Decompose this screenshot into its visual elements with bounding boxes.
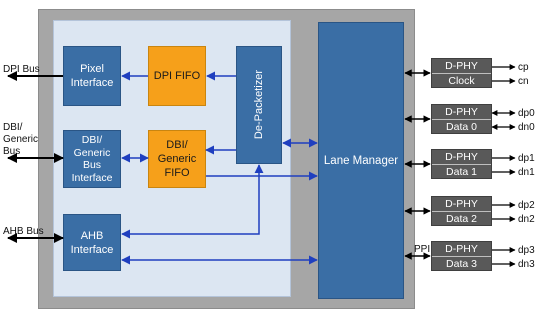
dphy-divider (432, 255, 491, 257)
dpi-fifo-label: DPI FIFO (153, 70, 201, 82)
dphy-divider (432, 210, 491, 212)
ahb-interface-label: AHB Interface (70, 229, 114, 256)
dbi-bus-label: DBI/ Generic Bus (3, 122, 39, 157)
signal-cn: cn (518, 76, 529, 87)
dphy-data3-block: D-PHY Data 3 (431, 241, 492, 271)
signal-dn1: dn1 (518, 167, 535, 178)
ahb-interface-block: AHB Interface (63, 214, 121, 271)
dphy-divider (432, 118, 491, 120)
dphy-sub: Data 1 (446, 165, 477, 178)
signal-dn0: dn0 (518, 122, 535, 133)
signal-dp2: dp2 (518, 200, 535, 211)
dphy-clock-block: D-PHY Clock (431, 58, 492, 88)
dphy-pin-arrows (491, 64, 516, 267)
signal-dn2: dn2 (518, 214, 535, 225)
signal-dn3: dn3 (518, 259, 535, 270)
depacketizer-block: De-Packetizer (236, 46, 282, 164)
lane-manager-block: Lane Manager (318, 22, 404, 299)
dbi-interface-label: DBI/ Generic Bus Interface (71, 134, 113, 184)
dphy-sub: Clock (448, 74, 475, 87)
dphy-title: D-PHY (445, 197, 478, 210)
dphy-data1-block: D-PHY Data 1 (431, 149, 492, 179)
signal-dp1: dp1 (518, 153, 535, 164)
lane-manager-label: Lane Manager (323, 154, 399, 167)
dphy-sub: Data 2 (446, 212, 477, 225)
dbi-interface-block: DBI/ Generic Bus Interface (63, 130, 121, 188)
dphy-sub: Data 3 (446, 257, 477, 270)
signal-dp0: dp0 (518, 108, 535, 119)
ahb-depacketizer-arrow (121, 164, 264, 239)
dphy-title: D-PHY (445, 150, 478, 163)
dphy-title: D-PHY (445, 105, 478, 118)
ppi-label: PPI (414, 244, 431, 255)
dphy-data2-block: D-PHY Data 2 (431, 196, 492, 226)
dphy-title: D-PHY (445, 242, 478, 255)
dphy-divider (432, 72, 491, 74)
pixel-interface-label: Pixel Interface (70, 63, 114, 89)
pixel-interface-block: Pixel Interface (63, 46, 121, 106)
ahb-bus-label: AHB Bus (3, 226, 44, 237)
dphy-data0-block: D-PHY Data 0 (431, 104, 492, 134)
dphy-title: D-PHY (445, 59, 478, 72)
dphy-divider (432, 163, 491, 165)
signal-cp: cp (518, 62, 529, 73)
dphy-sub: Data 0 (446, 120, 477, 133)
dpi-bus-label: DPI Bus (3, 64, 40, 75)
dpi-fifo-block: DPI FIFO (148, 46, 206, 106)
signal-dp3: dp3 (518, 245, 535, 256)
